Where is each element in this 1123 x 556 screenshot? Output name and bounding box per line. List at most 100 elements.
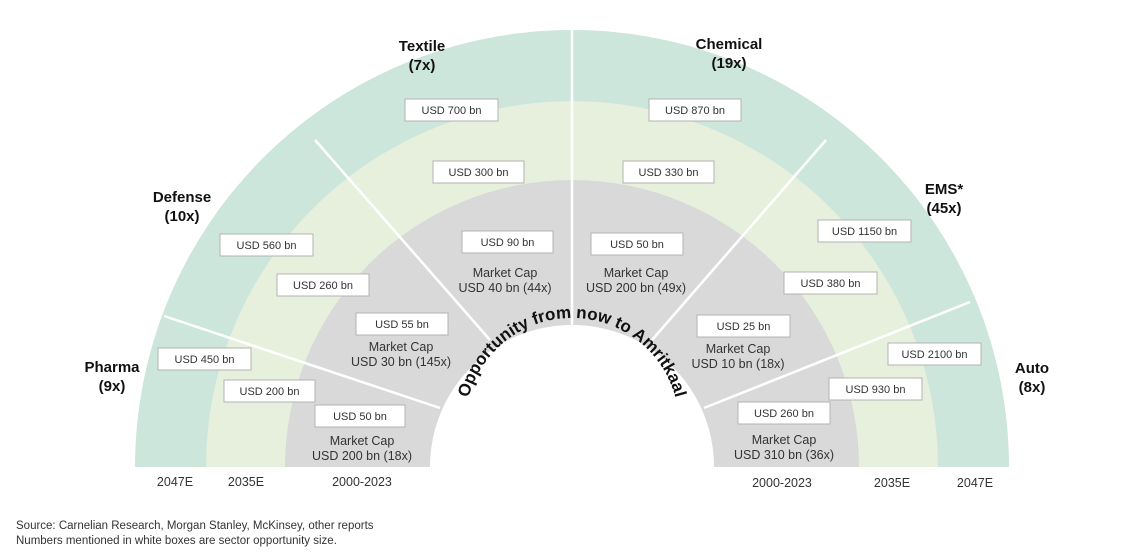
opportunity-2023-box: USD 50 bn [590, 232, 684, 256]
market-cap-value: USD 10 bn (18x) [691, 357, 784, 371]
divider-ems-auto [703, 300, 971, 410]
opportunity-2035-value: USD 330 bn [639, 167, 699, 179]
opportunity-2023-box-bg [355, 312, 449, 336]
market-cap-value: USD 40 bn (44x) [458, 281, 551, 295]
opportunity-2035-box: USD 380 bn [783, 271, 878, 295]
market-cap-label: Market Cap [604, 266, 669, 280]
opportunity-2023-box-bg [737, 401, 831, 425]
sector-pharma: Pharma (9x) USD 450 bn USD 200 bn USD 50 bn M… [84, 347, 412, 463]
opportunity-2035-box-bg [783, 271, 878, 295]
sector-name: Textile [399, 38, 445, 55]
opportunity-2047-box-bg [648, 98, 742, 122]
opportunity-2047-box: USD 450 bn [157, 347, 252, 371]
opportunity-2035-box-bg [276, 273, 370, 297]
market-cap-label: Market Cap [706, 342, 771, 356]
opportunity-2023-value: USD 25 bn [717, 321, 771, 333]
opportunity-2035-box-bg [828, 377, 923, 401]
ring-label-inner-left: 2000-2023 [332, 475, 392, 489]
opportunity-2047-box: USD 700 bn [404, 98, 499, 122]
opportunity-2023-value: USD 50 bn [333, 411, 387, 423]
sector-multiple: (8x) [1019, 379, 1046, 396]
opportunity-2035-value: USD 200 bn [240, 386, 300, 398]
source-notes: Source: Carnelian Research, Morgan Stanl… [16, 519, 374, 549]
ring-label-inner-right: 2000-2023 [752, 476, 812, 490]
opportunity-2047-box-bg [817, 219, 912, 243]
ring-labels: 2047E 2035E 2000-2023 2000-2023 2035E 20… [157, 475, 993, 490]
market-cap-value: USD 30 bn (145x) [351, 355, 451, 369]
opportunity-2035-box: USD 930 bn [828, 377, 923, 401]
opportunity-2035-box-bg [432, 160, 525, 184]
sector-multiple: (9x) [99, 378, 126, 395]
opportunity-2035-box: USD 330 bn [622, 160, 715, 184]
sector-name: Chemical [696, 36, 763, 53]
opportunity-2023-box-bg [314, 404, 406, 428]
sector-layer: Pharma (9x) USD 450 bn USD 200 bn USD 50 bn M… [84, 36, 1049, 463]
opportunity-2047-box-bg [157, 347, 252, 371]
sector-name: Auto [1015, 360, 1049, 377]
sector-textile: Textile (7x) USD 700 bn USD 300 bn USD 90 bn… [399, 38, 554, 295]
opportunity-2047-box: USD 1150 bn [817, 219, 912, 243]
opportunity-2023-value: USD 90 bn [481, 237, 535, 249]
sector-multiple: (19x) [711, 55, 746, 72]
opportunity-2023-value: USD 260 bn [754, 408, 814, 420]
opportunity-2035-box: USD 200 bn [223, 379, 316, 403]
opportunity-2035-box-bg [622, 160, 715, 184]
market-cap-value: USD 200 bn (49x) [586, 281, 686, 295]
opportunity-2035-value: USD 260 bn [293, 280, 353, 292]
opportunity-2023-box: USD 260 bn [737, 401, 831, 425]
opportunity-2035-box-bg [223, 379, 316, 403]
opportunity-2023-box: USD 90 bn [461, 230, 554, 254]
sector-chemical: Chemical (19x) USD 870 bn USD 330 bn USD 50 … [586, 36, 762, 295]
opportunity-2047-value: USD 2100 bn [901, 349, 967, 361]
opportunity-2047-box-bg [219, 233, 314, 257]
sector-auto: Auto (8x) USD 2100 bn USD 930 bn USD 260 bn M… [734, 342, 1049, 462]
opportunity-2023-box-bg [461, 230, 554, 254]
market-cap-label: Market Cap [369, 340, 434, 354]
opportunity-2035-box: USD 260 bn [276, 273, 370, 297]
opportunity-2047-value: USD 450 bn [175, 354, 235, 366]
opportunity-2047-box: USD 560 bn [219, 233, 314, 257]
opportunity-2047-box-bg [887, 342, 982, 366]
center-hole [430, 325, 714, 467]
market-cap-label: Market Cap [752, 433, 817, 447]
ring-label-2047-left: 2047E [157, 475, 193, 489]
market-cap-label: Market Cap [330, 434, 395, 448]
opportunity-2047-box: USD 2100 bn [887, 342, 982, 366]
opportunity-2035-value: USD 300 bn [449, 167, 509, 179]
source-line: Source: Carnelian Research, Morgan Stanl… [16, 520, 374, 532]
opportunity-2023-value: USD 55 bn [375, 319, 429, 331]
opportunity-2047-value: USD 870 bn [665, 105, 725, 117]
opportunity-2047-value: USD 700 bn [422, 105, 482, 117]
opportunity-2023-box: USD 55 bn [355, 312, 449, 336]
sector-name: Pharma [84, 359, 140, 376]
opportunity-2047-value: USD 1150 bn [832, 226, 897, 238]
market-cap-value: USD 310 bn (36x) [734, 448, 834, 462]
market-cap-label: Market Cap [473, 266, 538, 280]
sector-dividers [163, 30, 971, 410]
opportunity-2035-box: USD 300 bn [432, 160, 525, 184]
opportunity-2023-box: USD 25 bn [696, 314, 791, 338]
opportunity-2023-box-bg [696, 314, 791, 338]
divider-pharma-defense [163, 314, 441, 410]
sector-multiple: (7x) [409, 57, 436, 74]
sector-name: Defense [153, 189, 211, 206]
opportunity-2035-value: USD 930 bn [846, 384, 906, 396]
divider-defense-textile [314, 139, 491, 341]
footnote-line: Numbers mentioned in white boxes are sec… [16, 535, 337, 547]
sector-multiple: (10x) [164, 208, 199, 225]
opportunity-2035-value: USD 380 bn [801, 278, 861, 290]
opportunity-2023-value: USD 50 bn [610, 239, 664, 251]
opportunity-2047-box: USD 870 bn [648, 98, 742, 122]
opportunity-2047-value: USD 560 bn [237, 240, 297, 252]
opportunity-2047-box-bg [404, 98, 499, 122]
ring-label-2035-right: 2035E [874, 476, 910, 490]
divider-chemical-ems [651, 139, 827, 341]
market-cap-value: USD 200 bn (18x) [312, 449, 412, 463]
opportunity-2023-box-bg [590, 232, 684, 256]
sector-multiple: (45x) [926, 200, 961, 217]
ring-label-2047-right: 2047E [957, 476, 993, 490]
ring-label-2035-left: 2035E [228, 475, 264, 489]
opportunity-2023-box: USD 50 bn [314, 404, 406, 428]
